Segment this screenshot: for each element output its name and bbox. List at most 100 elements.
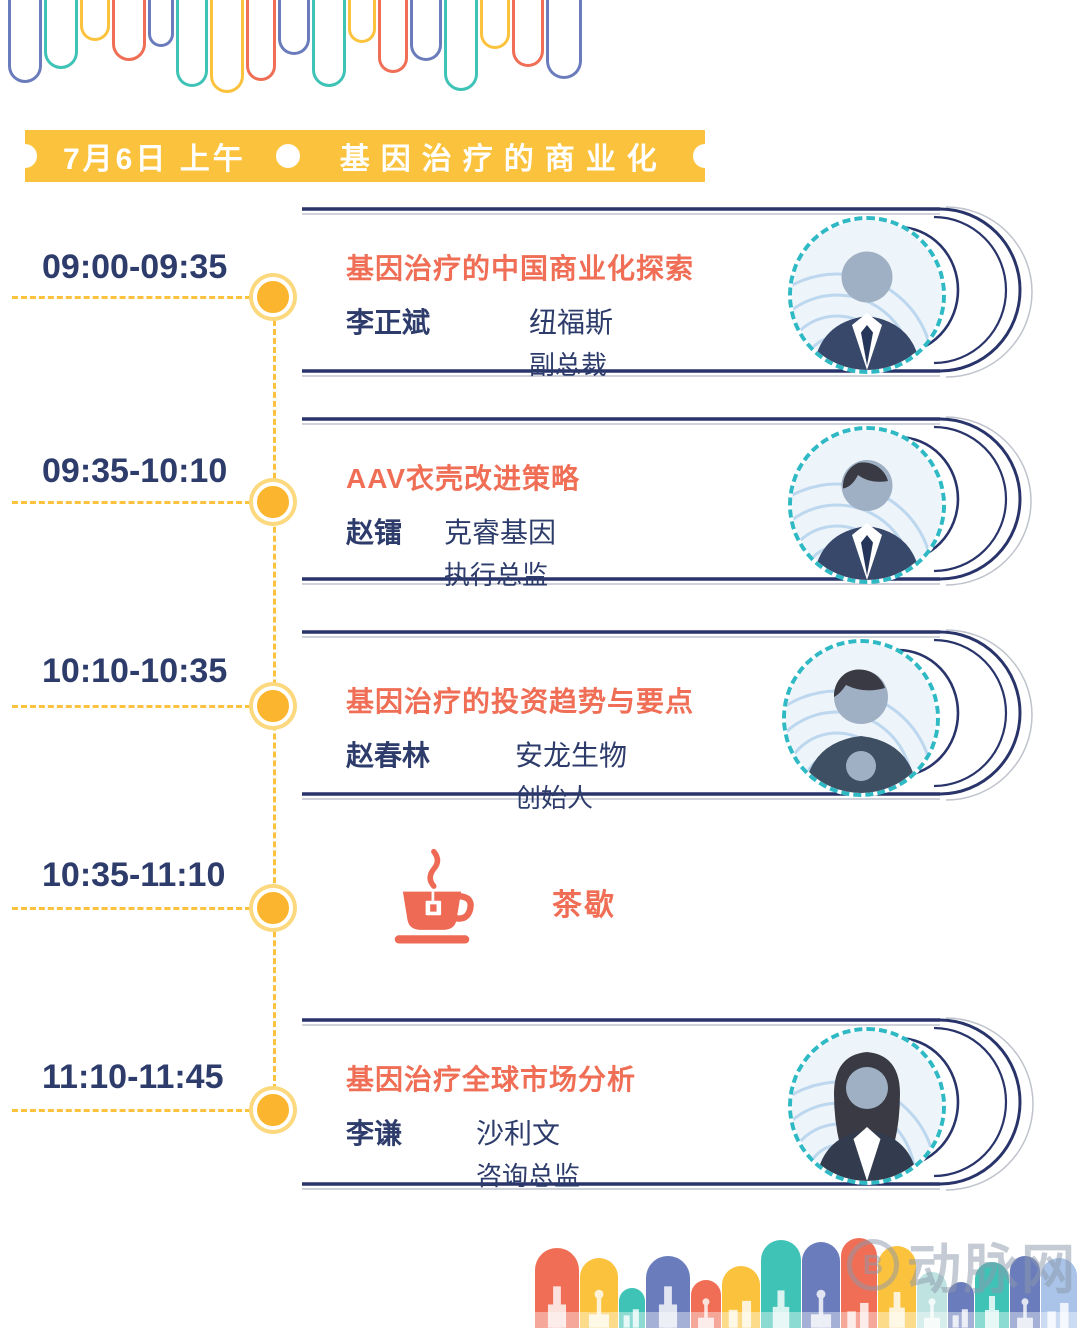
test-tube-icon: [348, 0, 376, 43]
building-silhouette-icon: [588, 1290, 610, 1328]
test-tube-icon: [512, 0, 544, 67]
test-tube-icon: [378, 0, 408, 73]
speaker-photo: [788, 426, 946, 584]
session-card-1: 基因治疗的中国商业化探索 李正斌 纽福斯 副总裁: [300, 205, 1060, 382]
speaker-company: 沙利文: [476, 1118, 561, 1149]
building-silhouette-icon: [952, 1309, 968, 1328]
skyline-building-icon: [580, 1258, 618, 1328]
building-silhouette-icon: [698, 1298, 714, 1328]
building-silhouette-icon: [985, 1296, 999, 1328]
building-silhouette-icon: [889, 1292, 905, 1328]
session-title: AAV衣壳改进策略: [346, 463, 581, 494]
speaker-position: 副总裁: [529, 350, 608, 380]
speaker-info: 赵春林 安龙生物 创始人: [346, 734, 694, 815]
session-title: 基因治疗的中国商业化探索: [346, 253, 695, 284]
capsule-frame: [302, 629, 1033, 801]
session-card-4: 基因治疗全球市场分析 李谦 沙利文 咨询总监: [300, 1016, 1060, 1192]
watermark-text: 动脉网: [907, 1240, 1078, 1300]
speaker-company: 纽福斯: [529, 307, 614, 338]
speaker-position: 咨询总监: [476, 1161, 581, 1191]
test-tube-icon: [176, 0, 208, 87]
test-tube-icon: [210, 0, 244, 93]
skyline-building-icon: [761, 1240, 801, 1328]
male-portrait-icon: [792, 220, 942, 370]
speaker-photo: [782, 639, 940, 797]
speaker-photo: [788, 1027, 946, 1185]
session-title: 基因治疗的投资趋势与要点: [346, 686, 695, 717]
skyline-building-icon: [1010, 1256, 1040, 1328]
watermark-logo: B: [847, 1238, 899, 1291]
watermark: B 动脉网: [847, 1225, 1078, 1304]
test-tube-icon: [8, 0, 42, 83]
speaker-position: 创始人: [515, 783, 594, 813]
building-silhouette-icon: [772, 1290, 790, 1328]
male-portrait-icon: [786, 643, 936, 793]
session-header-bar: 7月6日 上午 基因治疗的商业化: [13, 130, 717, 182]
test-tube-icon: [546, 0, 582, 79]
city-skyline-banner: [535, 1233, 1080, 1328]
building-silhouette-icon: [623, 1309, 639, 1328]
test-tube-icon: [410, 0, 442, 61]
speaker-name: 李正斌: [346, 307, 431, 338]
skyline-building-icon: [722, 1266, 760, 1328]
tea-cup-icon: [394, 848, 474, 944]
session-title: 基因治疗全球市场分析: [346, 1064, 637, 1095]
capsule-frame: [302, 416, 1032, 586]
header-title: 基因治疗的商业化: [339, 143, 668, 176]
test-tube-icon: [444, 0, 478, 91]
skyline-building-icon: [975, 1262, 1009, 1328]
time-label: 10:35-11:10: [42, 856, 226, 894]
test-tube-icon: [112, 0, 146, 61]
speaker-info: 李谦 沙利文 咨询总监: [346, 1112, 636, 1193]
test-tube-icon: [44, 0, 78, 69]
timeline-node: [253, 482, 293, 522]
test-tube-icon: [246, 0, 276, 81]
time-dash: [12, 705, 260, 708]
capsule-frame: [302, 1017, 1034, 1191]
timeline-node: [253, 277, 293, 317]
capsule-frame: [302, 206, 1033, 378]
time-label: 09:35-10:10: [42, 452, 228, 490]
time-label: 10:10-10:35: [42, 652, 228, 690]
building-silhouette-icon: [547, 1286, 567, 1328]
test-tube-icon: [312, 0, 346, 87]
skyline-building-icon: [948, 1282, 974, 1328]
skyline-building-icon: [646, 1256, 690, 1328]
speaker-info: 赵镭 克睿基因 执行总监: [346, 511, 580, 592]
time-dash: [12, 296, 260, 299]
building-silhouette-icon: [924, 1298, 940, 1328]
test-tube-icon: [80, 0, 110, 41]
timeline-node: [253, 888, 293, 928]
time-label: 11:10-11:45: [42, 1058, 224, 1096]
time-dash: [12, 501, 260, 504]
test-tube-icon: [148, 0, 174, 47]
speaker-info: 李正斌 纽福斯 副总裁: [346, 301, 694, 382]
time-label: 09:00-09:35: [42, 248, 228, 286]
test-tube-icon: [278, 0, 310, 55]
building-silhouette-icon: [1017, 1298, 1033, 1328]
building-silhouette-icon: [728, 1301, 752, 1328]
speaker-position: 执行总监: [444, 560, 549, 590]
female-portrait-icon: [792, 1031, 942, 1181]
building-silhouette-icon: [847, 1302, 869, 1328]
tea-break-label: 茶歇: [552, 889, 616, 922]
session-card-2: AAV衣壳改进策略 赵镭 克睿基因 执行总监: [300, 415, 1060, 590]
skyline-building-icon: [691, 1280, 721, 1328]
header-dot-icon: [275, 144, 300, 168]
timeline-node: [253, 1090, 293, 1130]
speaker-name: 李谦: [346, 1118, 403, 1149]
header-dot-icon: [13, 144, 37, 168]
speaker-name: 赵春林: [346, 740, 431, 771]
skyline-building-icon: [802, 1242, 840, 1328]
test-tube-icon: [480, 0, 510, 49]
time-dash: [12, 907, 260, 910]
skyline-building-icon: [619, 1288, 645, 1328]
session-card-3: 基因治疗的投资趋势与要点 赵春林 安龙生物 创始人: [300, 628, 1060, 813]
time-dash: [12, 1109, 260, 1112]
test-tube-banner: [8, 0, 582, 110]
speaker-company: 安龙生物: [515, 740, 628, 771]
skyline-building-icon: [535, 1248, 579, 1328]
timeline-node: [253, 686, 293, 726]
header-date: 7月6日 上午: [63, 143, 246, 176]
